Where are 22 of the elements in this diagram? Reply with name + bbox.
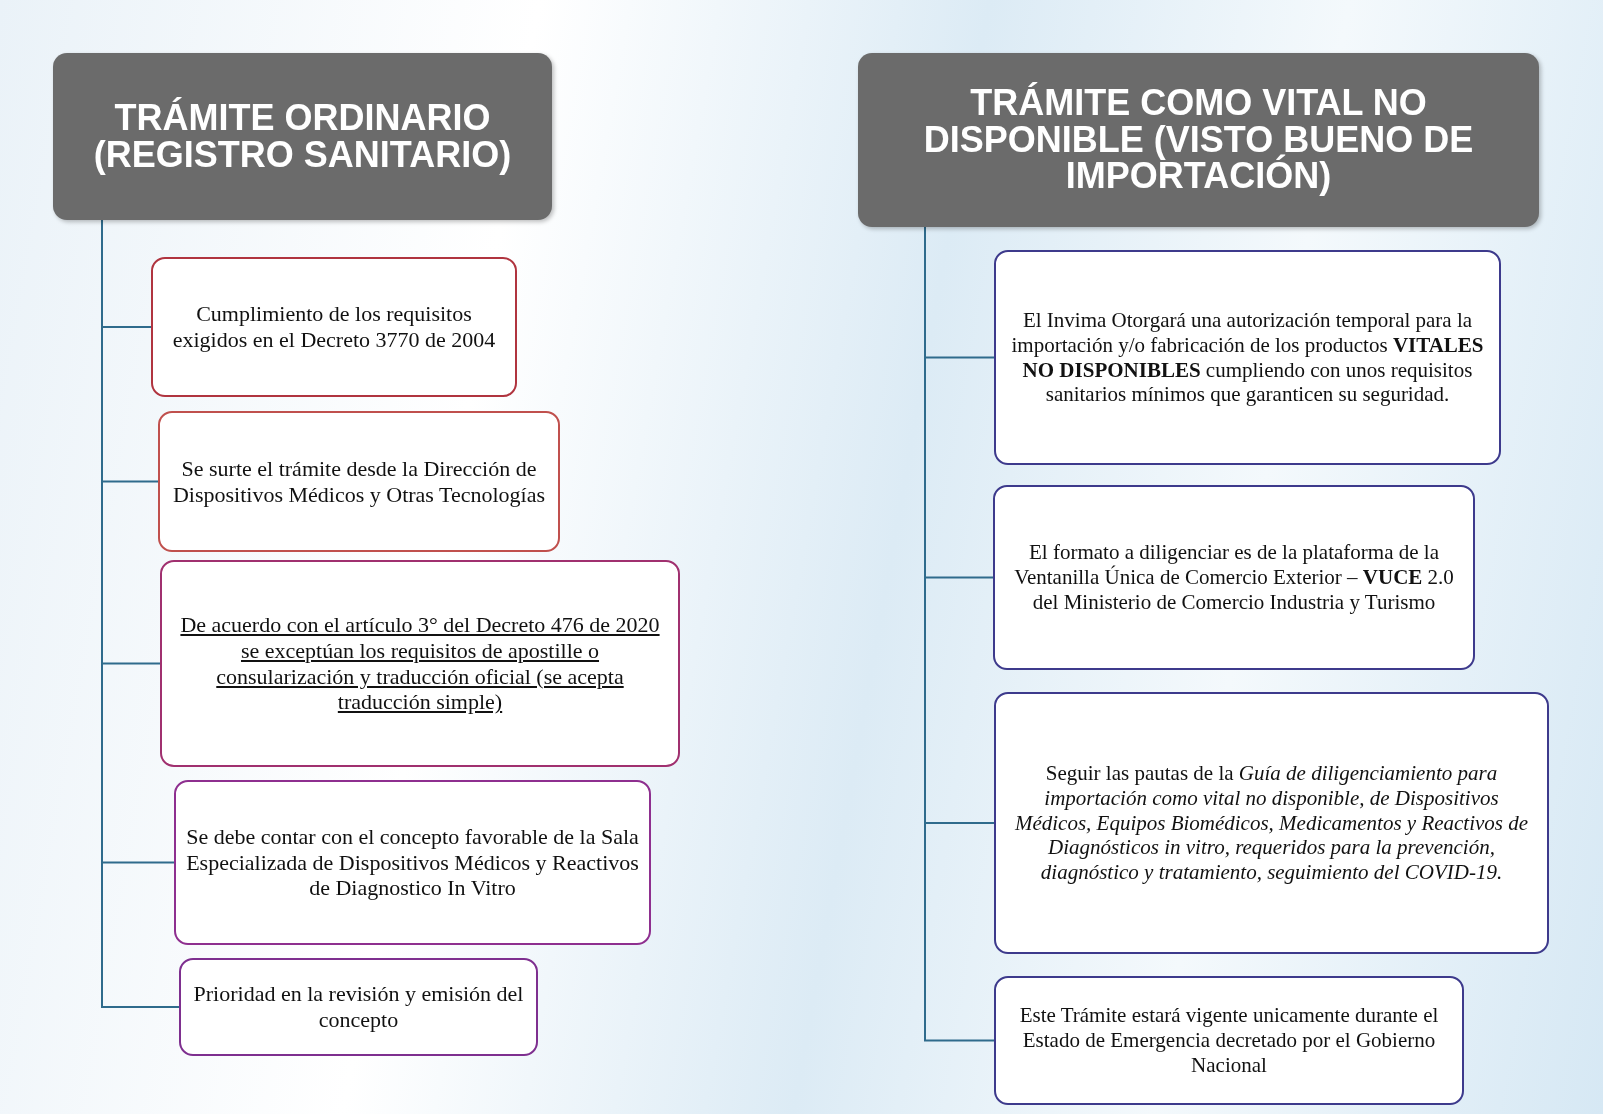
info-box <box>994 692 1549 954</box>
info-text: De acuerdo con el artículo 3° del Decreto 476 de 2020 se exceptúan los requisitos de apostille o consularización y traducción oficial (se acepta traducción simple) <box>179 611 661 716</box>
info-text: Prioridad en la revisión y emisión del concepto <box>192 981 525 1033</box>
info-box <box>994 250 1501 465</box>
info-text: Se debe contar con el concepto favorable de la Sala Especializada de Dispositivos Médicos y Reactivos de Diagnostico In Vitro <box>186 823 639 902</box>
info-text: El Invima Otorgará una autorización temporal para la importación y/o fabricación de los productos VITALES NO DISPONIBLES cumpliendo con unos requisitos sanitarios mínimos que garanticen su seguridad. <box>1010 307 1485 408</box>
info-box <box>151 257 517 397</box>
header-box <box>53 53 552 220</box>
info-box <box>993 485 1475 670</box>
header-text: TRÁMITE ORDINARIO (REGISTRO SANITARIO) <box>92 99 513 174</box>
info-text: Cumplimiento de los requisitos exigidos en el Decreto 3770 de 2004 <box>171 301 497 353</box>
header-box <box>858 53 1539 227</box>
info-box <box>994 976 1464 1105</box>
info-text: Seguir las pautas de la Guía de diligenciamiento para importación como vital no disponible, de Dispositivos Médicos, Equipos Biomédicos, Medicamentos y Reactivos de Diagnósticos in vitro, requeridos para la prevención, diagnóstico y tratamiento, seguimiento del COVID-19. <box>1013 761 1530 885</box>
info-box <box>160 560 680 767</box>
info-text: Este Trámite estará vigente unicamente durante el Estado de Emergencia decretado por el Gobierno Nacional <box>1018 1003 1440 1078</box>
info-text: El formato a diligenciar es de la plataforma de la Ventanilla Única de Comercio Exterior – VUCE 2.0 del Ministerio de Comercio Industria y Turismo <box>1013 540 1455 615</box>
info-box <box>158 411 560 552</box>
header-text: TRÁMITE COMO VITAL NO DISPONIBLE (VISTO BUENO DE IMPORTACIÓN) <box>922 84 1475 196</box>
info-box <box>179 958 538 1056</box>
info-box <box>174 780 651 945</box>
info-text: Se surte el trámite desde la Dirección de Dispositivos Médicos y Otras Tecnologías <box>172 455 546 508</box>
